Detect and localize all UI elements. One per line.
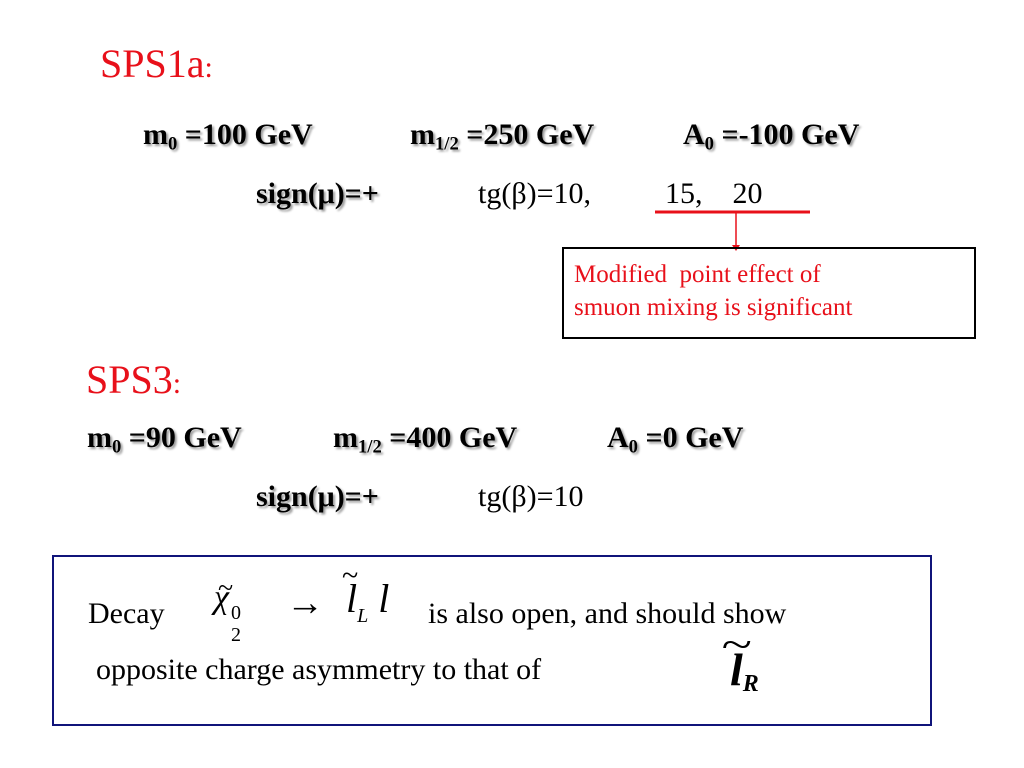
sps1a-a0-symbol: A <box>683 118 705 151</box>
decay-text-line-1: is also open, and should show <box>428 597 787 630</box>
chi-letter: χ <box>214 579 229 616</box>
sps1a-m0-symbol: m <box>143 118 168 151</box>
l-left-letter: l <box>346 576 358 621</box>
sps3-sign: sign(μ)=+ <box>256 480 379 513</box>
sps1a-m12-value: =250 GeV <box>458 118 595 151</box>
chi-subscript: 2 <box>230 624 241 646</box>
sps1a-title: SPS1a: <box>100 40 213 87</box>
sps3-m0-subscript: 0 <box>112 436 122 458</box>
l-right-letter: l <box>378 576 390 621</box>
l-left-subscript: L <box>357 605 369 627</box>
decay-text-line-2: opposite charge asymmetry to that of <box>96 653 542 686</box>
l-r-tilde: ~ <box>721 622 752 667</box>
chi-symbol: ~ χ 0 2 <box>214 573 247 646</box>
sps1a-tgb-extra: 15, 20 <box>665 177 763 210</box>
sps3-m12-value: =400 GeV <box>381 421 518 454</box>
sps3-m12-subscript: 1/2 <box>358 436 382 458</box>
sps3-tgb: tg(β)=10 <box>478 480 584 513</box>
sps3-title-text: SPS3 <box>86 357 173 402</box>
sps1a-m0: m0 =100 GeV <box>143 118 313 155</box>
decay-word: Decay <box>88 597 165 630</box>
sps3-m12: m1/2 =400 GeV <box>333 421 518 458</box>
sps3-title-colon: : <box>172 367 182 400</box>
sps3-a0-symbol: A <box>607 421 629 454</box>
sps3-title: SPS3: <box>86 356 181 403</box>
sps1a-title-colon: : <box>204 51 213 84</box>
sps3-m0: m0 =90 GeV <box>87 421 242 458</box>
sps1a-a0-value: =-100 GeV <box>713 118 860 151</box>
sps3-m0-value: =90 GeV <box>121 421 242 454</box>
sps1a-m12-subscript: 1/2 <box>435 133 459 155</box>
sps1a-sign: sign(μ)=+ <box>256 177 379 210</box>
sps1a-m0-value: =100 GeV <box>177 118 313 151</box>
chi-tilde: ~ <box>218 573 234 604</box>
sps3-m12-symbol: m <box>333 421 358 454</box>
sps1a-title-text: SPS1a <box>100 41 205 86</box>
sps3-a0-subscript: 0 <box>628 436 638 458</box>
sps3-m0-symbol: m <box>87 421 112 454</box>
sps1a-m0-subscript: 0 <box>168 133 178 155</box>
sps3-a0: A0 =0 GeV <box>607 421 744 458</box>
note-line-1: Modified point effect of <box>574 261 821 288</box>
note-line-2: smuon mixing is significant <box>574 294 853 321</box>
l-r-symbol: ~ l R <box>722 622 759 697</box>
decay-box: Decay ~ χ 0 2 → ~ l L l is also open, an… <box>52 555 932 726</box>
chi-superscript: 0 <box>230 602 241 624</box>
sps1a-tgb: tg(β)=10, <box>478 177 591 210</box>
note-box: Modified point effect of smuon mixing is… <box>562 247 976 339</box>
sps1a-a0: A0 =-100 GeV <box>683 118 860 155</box>
l-r-letter: l <box>730 644 743 695</box>
l-r-subscript: R <box>742 671 759 697</box>
sps1a-a0-subscript: 0 <box>704 133 714 155</box>
sps3-a0-value: =0 GeV <box>637 421 744 454</box>
sps1a-m12-symbol: m <box>410 118 435 151</box>
decay-arrow-icon: → <box>286 582 324 624</box>
l-left-tilde: ~ <box>342 559 359 592</box>
sps1a-m12: m1/2 =250 GeV <box>410 118 595 155</box>
l-left-symbol: ~ l L l <box>342 559 390 627</box>
